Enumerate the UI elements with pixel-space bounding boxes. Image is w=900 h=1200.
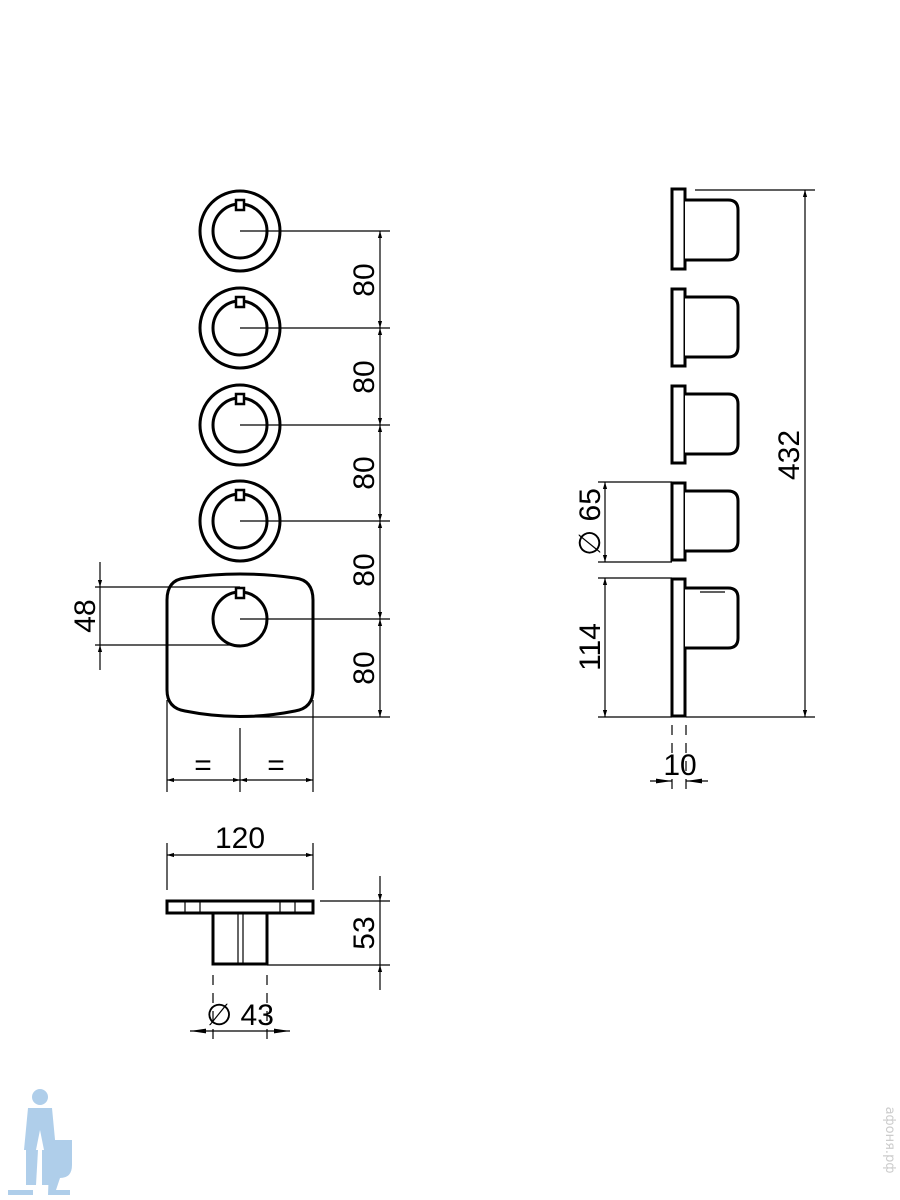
front-view: 80 80 80 80 80 48 = = xyxy=(69,189,390,792)
side-knob-3 xyxy=(670,384,740,465)
dim-spacing-2: 80 xyxy=(348,360,381,393)
plumber-logo xyxy=(8,1089,72,1195)
dim-diameter-65: ∅ 65 xyxy=(574,488,607,556)
side-knob-1 xyxy=(670,187,740,271)
side-knob-2 xyxy=(670,287,740,368)
centering-dimension: = = xyxy=(167,749,313,783)
watermark: афоня.рф xyxy=(882,1107,897,1174)
dim-height-114: 114 xyxy=(574,623,607,671)
dim-spacing-4: 80 xyxy=(348,553,381,586)
dim-spacing-3: 80 xyxy=(348,456,381,489)
dim-diameter-43: ∅ 43 xyxy=(206,999,274,1032)
side-knob-4 xyxy=(670,481,740,562)
bottom-view: 120 53 ∅ 43 xyxy=(165,822,390,1045)
knob-diameter-dimension: 48 xyxy=(69,562,103,670)
dim-equal-right: = xyxy=(267,749,285,782)
dim-spacing-5: 80 xyxy=(348,651,381,684)
dim-depth-53: 53 xyxy=(348,916,381,949)
dim-height-432: 432 xyxy=(773,430,806,480)
dim-width-120: 120 xyxy=(215,822,265,855)
dim-equal-left: = xyxy=(194,749,212,782)
side-view: 432 ∅ 65 114 10 xyxy=(574,187,815,797)
side-plate xyxy=(670,577,740,718)
spacing-dimension: 80 80 80 80 80 xyxy=(348,231,383,717)
dim-thickness-10: 10 xyxy=(663,749,696,782)
dim-spacing-1: 80 xyxy=(348,263,381,296)
dim-knob-48: 48 xyxy=(69,599,102,632)
extension-lines xyxy=(95,230,390,792)
